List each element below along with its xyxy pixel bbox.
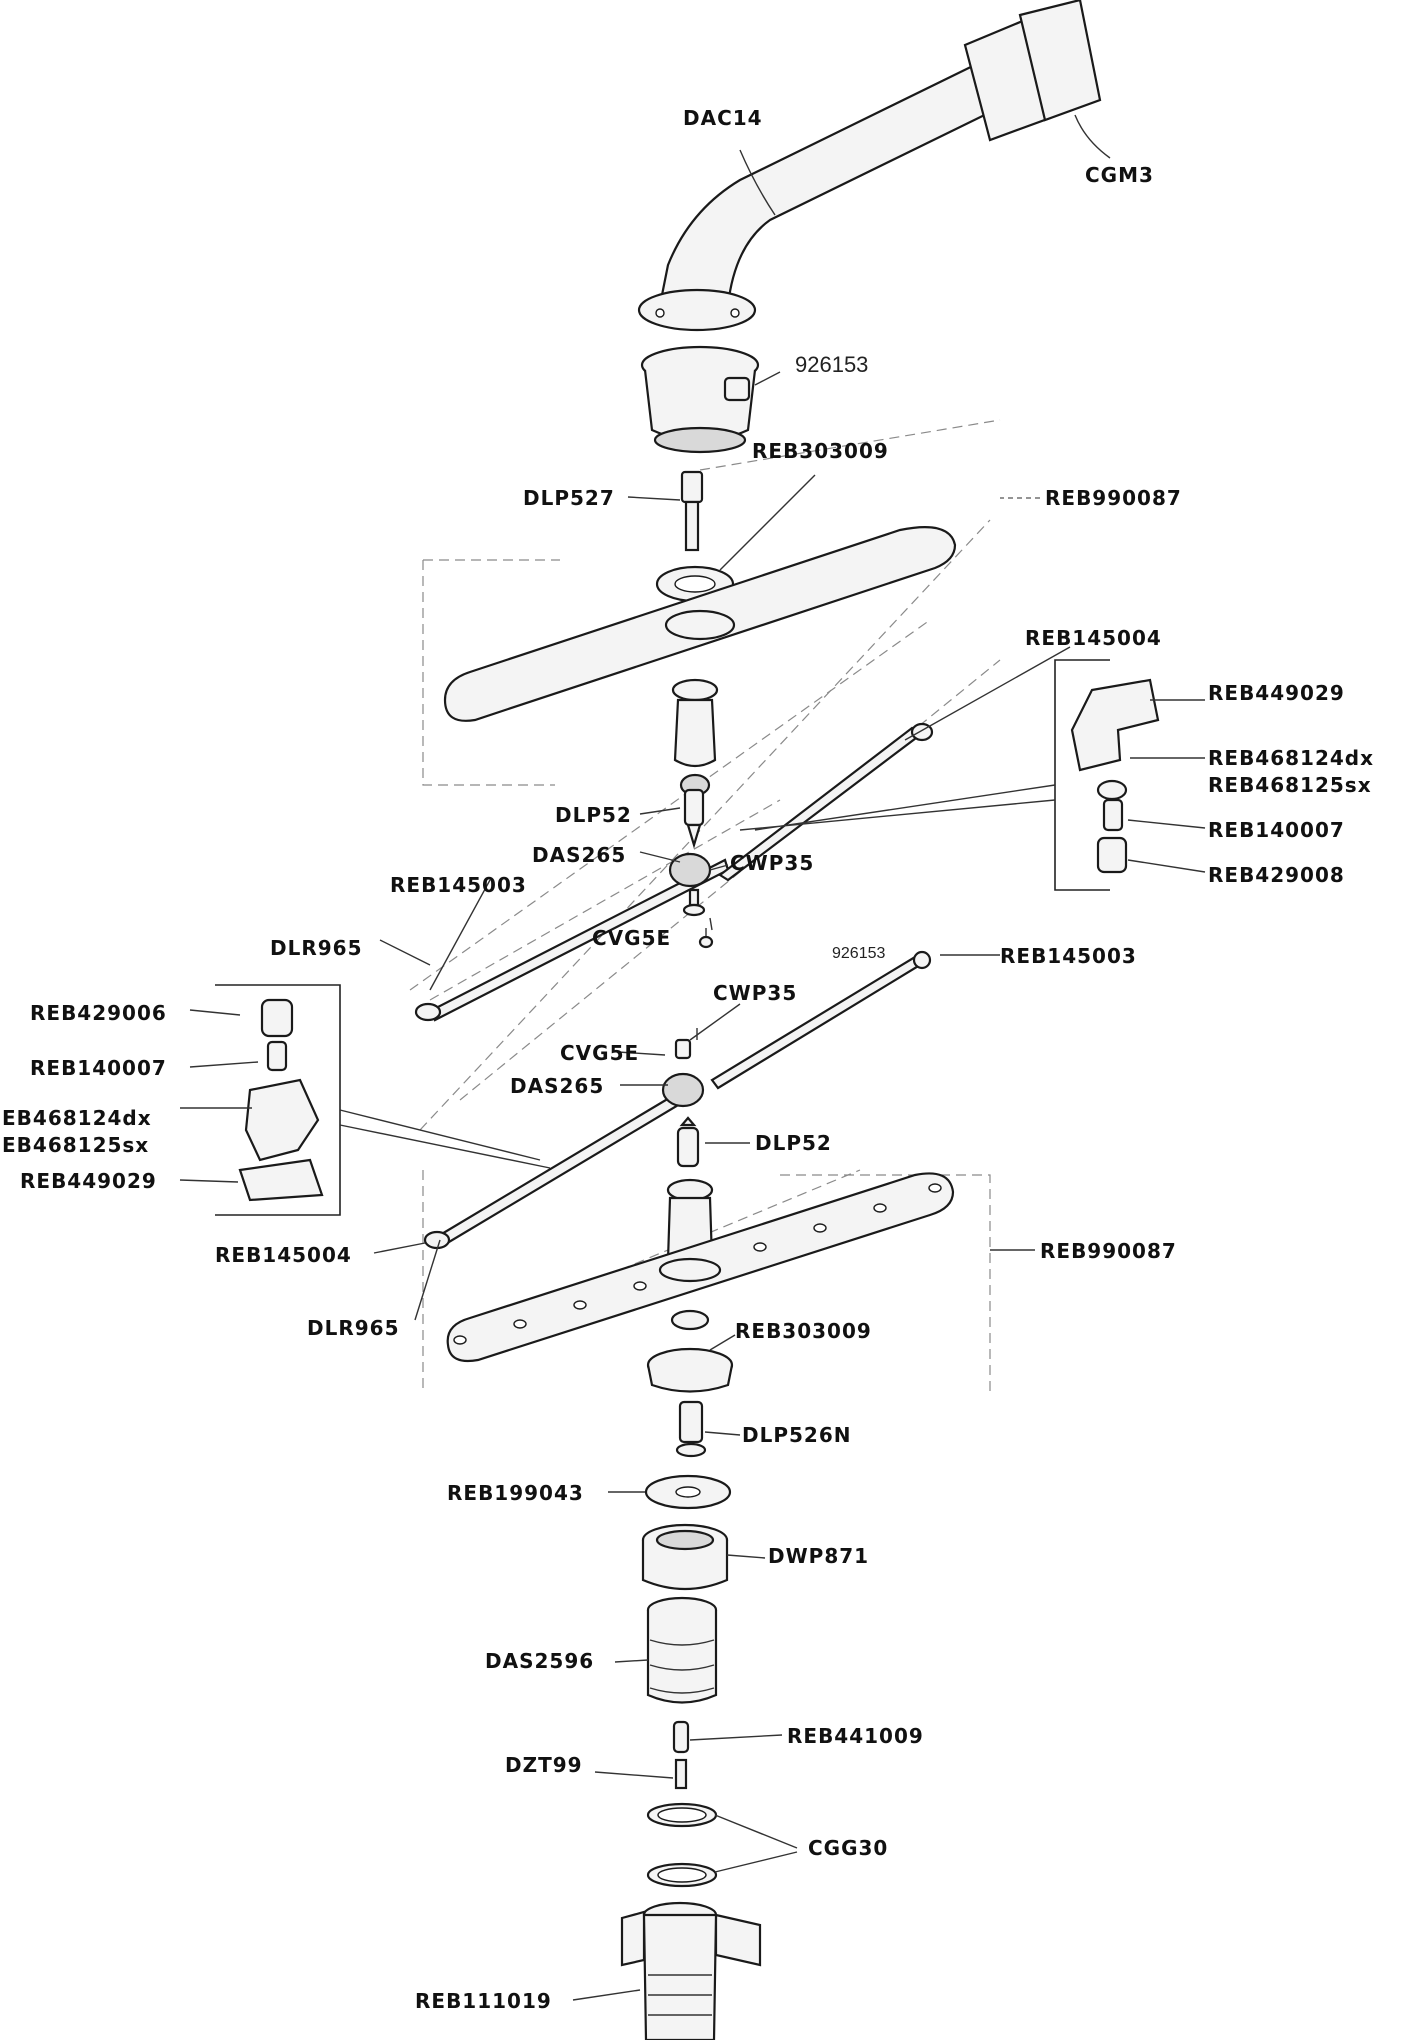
label-cvg5e-top: CVG5E xyxy=(592,926,671,950)
bearing-dwp871 xyxy=(641,1523,729,1591)
label-dlp527: DLP527 xyxy=(523,486,615,510)
label-reb449029-left: REB449029 xyxy=(20,1169,157,1193)
label-reb468125sx-right: REB468125sx xyxy=(1208,773,1372,797)
label-dlp526n: DLP526N xyxy=(742,1423,852,1447)
cylinder-das2596 xyxy=(646,1596,718,1704)
ring-reb303009-bottom xyxy=(646,1309,734,1393)
label-reb990087-top: REB990087 xyxy=(1045,486,1182,510)
label-reb145003-top: REB145003 xyxy=(390,873,527,897)
label-reb140007-left: REB140007 xyxy=(30,1056,167,1080)
label-cgm3: CGM3 xyxy=(1085,163,1154,187)
label-cvg5e-bottom: CVG5E xyxy=(560,1041,639,1065)
leader-lines xyxy=(179,114,1206,2001)
manifold-reb111019 xyxy=(620,1901,762,2040)
pin-dzt99 xyxy=(674,1758,688,1790)
label-reb145004-bottom: REB145004 xyxy=(215,1243,352,1267)
upper-rod-assembly xyxy=(414,722,934,1022)
label-reb468125sx-left: EB468125sx xyxy=(2,1133,149,1157)
label-926153-mid: 926153 xyxy=(832,945,885,962)
label-reb111019: REB111019 xyxy=(415,1989,552,2013)
hub-top xyxy=(671,678,719,797)
label-reb449029-right: REB449029 xyxy=(1208,681,1345,705)
label-dac14: DAC14 xyxy=(683,106,763,130)
lower-arm-frame xyxy=(422,1170,991,1395)
label-dwp871: DWP871 xyxy=(768,1544,869,1568)
label-dlr965-bottom: DLR965 xyxy=(307,1316,400,1340)
nozzle-dlp526n xyxy=(675,1400,707,1458)
pin-reb441009 xyxy=(672,1720,690,1754)
label-dlp52-bottom: DLP52 xyxy=(755,1131,832,1155)
spray-arm-bottom xyxy=(446,1172,955,1363)
spray-arm-top xyxy=(443,526,957,722)
label-reb468124dx-left: EB468124dx xyxy=(2,1106,152,1130)
label-dlp52-top: DLP52 xyxy=(555,803,632,827)
right-clamp-box xyxy=(1054,659,1160,891)
label-reb429008-right: REB429008 xyxy=(1208,863,1345,887)
disc-reb199043 xyxy=(644,1474,732,1510)
shaft-dlp527 xyxy=(680,470,704,552)
label-reb990087-bottom: REB990087 xyxy=(1040,1239,1177,1263)
label-cwp35-bottom: CWP35 xyxy=(713,981,797,1005)
ring-hole-top xyxy=(674,575,716,593)
upper-arm-frame xyxy=(422,559,560,786)
cup-926153 xyxy=(640,345,760,454)
label-reb145004-top: REB145004 xyxy=(1025,626,1162,650)
part-labels: DAC14 CGM3 926153 REB303009 DLP527 REB99… xyxy=(2,106,1374,2013)
label-reb468124dx-right: REB468124dx xyxy=(1208,746,1374,770)
label-reb429006-left: REB429006 xyxy=(30,1001,167,1025)
label-reb303009-top: REB303009 xyxy=(752,439,889,463)
nozzle-dlp52-top xyxy=(683,788,705,849)
lower-rod-assembly xyxy=(423,950,932,1250)
gaskets-cgg30 xyxy=(646,1802,718,1888)
label-reb199043: REB199043 xyxy=(447,1481,584,1505)
label-reb145003-right: REB145003 xyxy=(1000,944,1137,968)
left-clamp-box xyxy=(215,984,341,1216)
label-reb140007-right: REB140007 xyxy=(1208,818,1345,842)
nozzle-dlp52-bottom xyxy=(676,1116,700,1168)
label-reb303009-bottom: REB303009 xyxy=(735,1319,872,1343)
label-926153-top: 926153 xyxy=(795,352,868,377)
dac14-pipe xyxy=(637,0,1102,332)
label-das2596: DAS2596 xyxy=(485,1649,594,1673)
label-das265-top: DAS265 xyxy=(532,843,626,867)
label-dlr965-top: DLR965 xyxy=(270,936,363,960)
label-cgg30: CGG30 xyxy=(808,1836,888,1860)
label-reb441009: REB441009 xyxy=(787,1724,924,1748)
label-cwp35-top: CWP35 xyxy=(730,851,814,875)
label-das265-bottom: DAS265 xyxy=(510,1074,604,1098)
label-dzt99: DZT99 xyxy=(505,1753,583,1777)
